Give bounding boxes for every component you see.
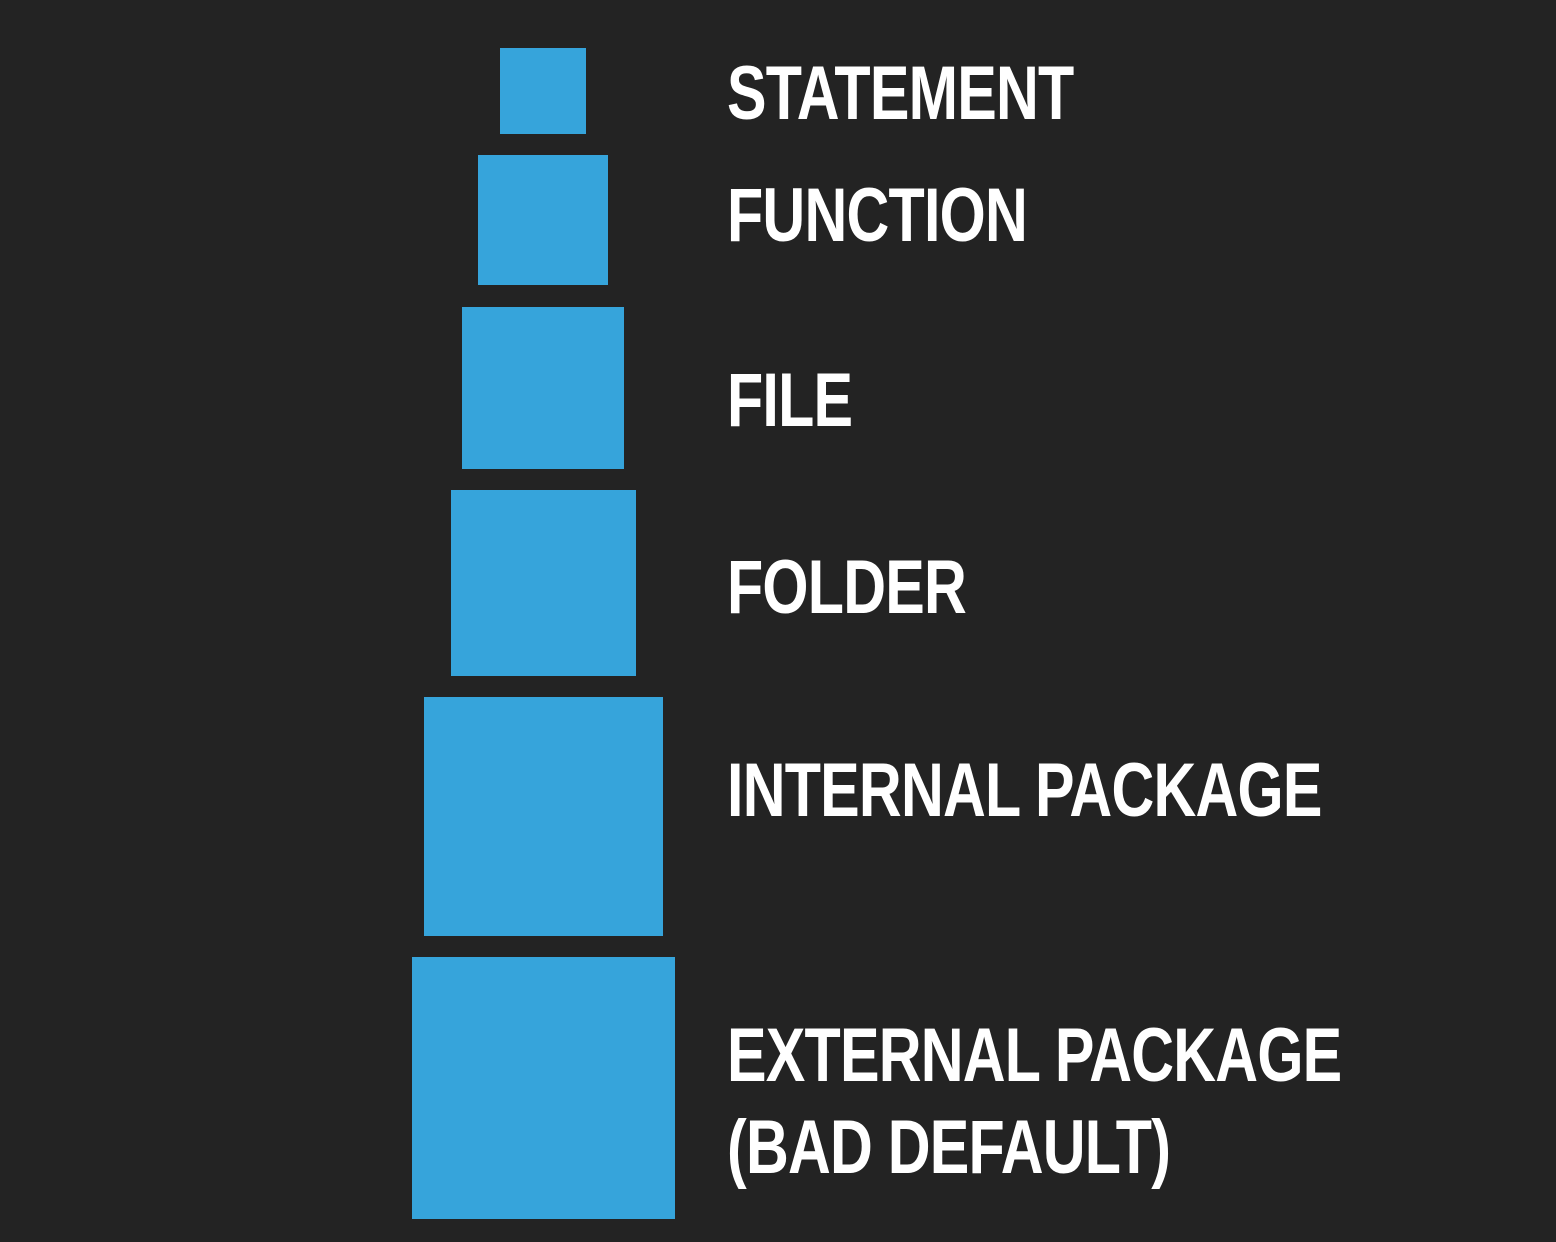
external-package-note: (BAD DEFAULT) [727, 1105, 1171, 1190]
statement-block [500, 48, 586, 134]
internal-package-block [424, 697, 663, 936]
external-package-label: EXTERNAL PACKAGE (BAD DEFAULT) [727, 1010, 1342, 1194]
external-package-block [412, 957, 675, 1219]
folder-label: FOLDER [727, 545, 967, 630]
file-block [462, 307, 624, 469]
statement-label: STATEMENT [727, 51, 1074, 136]
external-package-title: EXTERNAL PACKAGE [727, 1013, 1342, 1098]
file-label: FILE [727, 358, 853, 443]
folder-block [451, 490, 636, 676]
internal-package-label: INTERNAL PACKAGE [727, 748, 1322, 833]
function-block [478, 155, 608, 285]
function-label: FUNCTION [727, 173, 1028, 258]
